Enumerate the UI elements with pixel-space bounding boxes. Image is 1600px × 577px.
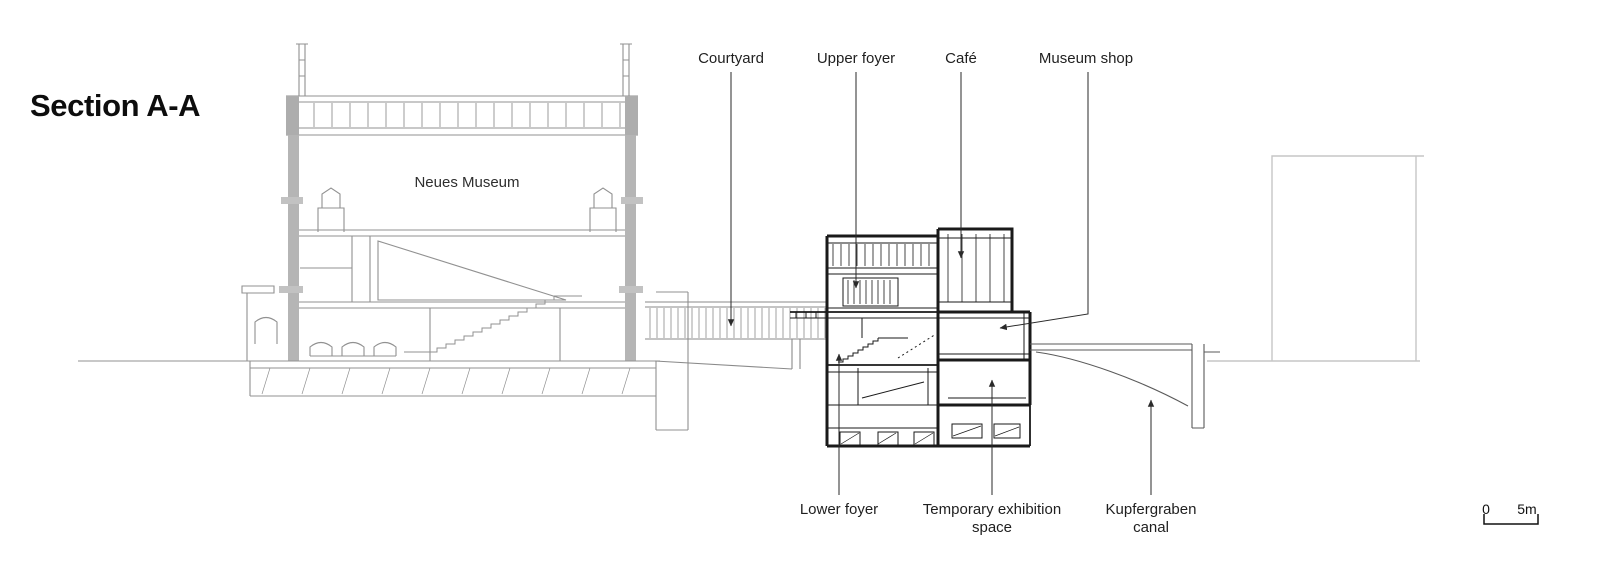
neues-museum-drawing [78, 43, 689, 431]
kupfergraben-canal-drawing [1030, 343, 1220, 429]
adjacent-building-drawing [1207, 155, 1424, 362]
page-title: Section A-A [30, 88, 201, 123]
new-building-drawing [790, 227, 1032, 448]
label-kupfergraben-canal: Kupfergraben canal [1105, 501, 1197, 537]
scale-max-label: 5m [1517, 501, 1537, 517]
label-temporary-exhibition: Temporary exhibition space [922, 501, 1062, 537]
label-cafe: Café [945, 50, 977, 67]
label-lower-foyer: Lower foyer [799, 501, 879, 518]
leader-museum-shop [999, 72, 1089, 331]
label-museum-shop: Museum shop [1038, 50, 1134, 67]
label-upper-foyer: Upper foyer [816, 50, 896, 67]
scale-bar-drawing [1483, 514, 1539, 525]
neues-museum-label: Neues Museum [414, 174, 520, 191]
label-courtyard: Courtyard [698, 50, 764, 67]
scale-zero-label: 0 [1482, 501, 1490, 517]
colonnade-bridge-drawing [645, 301, 828, 370]
leader-lines [727, 72, 1155, 495]
